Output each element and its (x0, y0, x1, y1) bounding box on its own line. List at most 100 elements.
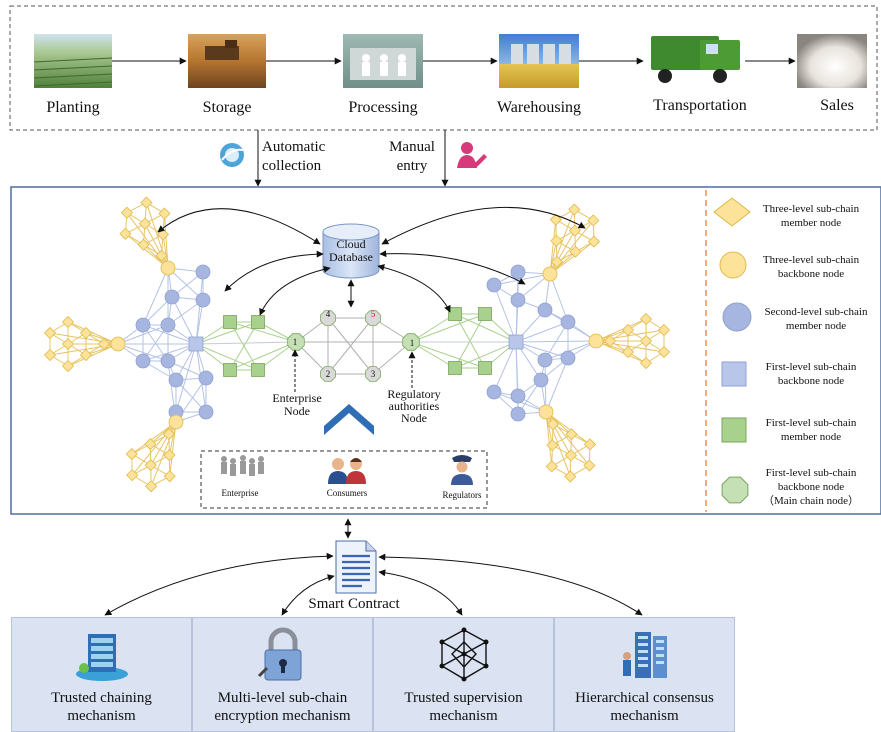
three-level-member-node (547, 440, 558, 451)
main-node-label: 4 (322, 309, 334, 319)
manual-label-line2: entry (386, 157, 438, 176)
smart-contract-document-icon (336, 541, 376, 593)
cloud-database-label: Cloud Database (323, 238, 379, 264)
three-level-backbone-node (169, 415, 183, 429)
three-level-backbone-node (543, 267, 557, 281)
user-label-consumers: Consumers (317, 488, 377, 498)
first-level-member-node (224, 364, 237, 377)
harvester-photo (188, 34, 266, 88)
network-link (68, 322, 118, 344)
three-level-member-node (550, 214, 561, 225)
second-level-member-node (511, 407, 525, 421)
three-level-member-node (659, 347, 670, 358)
manual-label-line1: Manual (386, 138, 438, 157)
rice-field-photo (34, 34, 112, 88)
three-level-member-node (569, 204, 580, 215)
second-level-member-node (487, 278, 501, 292)
three-level-member-node (584, 460, 595, 471)
mechanism-line: mechanism (555, 707, 734, 725)
legend-diamond-swatch (714, 198, 750, 226)
three-level-member-node (141, 197, 152, 208)
mechanism-line: mechanism (374, 707, 553, 725)
second-level-member-node (196, 265, 210, 279)
legend-line: Three-level sub-chain (746, 202, 876, 216)
data-center-icon (615, 626, 675, 684)
stage-label-sales: Sales (797, 97, 877, 115)
network-link (68, 344, 118, 366)
legend-yellow-circle-swatch (720, 252, 746, 278)
rice-grain-photo (797, 34, 867, 88)
automatic-label-line1: Automatic (262, 138, 325, 157)
second-level-member-node (538, 303, 552, 317)
second-level-member-node (511, 293, 525, 307)
three-level-member-node (45, 328, 56, 339)
second-level-member-node (165, 290, 179, 304)
legend-line: backbone node (746, 267, 876, 281)
three-level-member-node (145, 460, 156, 471)
network-link (143, 268, 168, 325)
three-level-member-node (164, 471, 175, 482)
three-level-member-node (121, 207, 132, 218)
network-link (546, 358, 568, 412)
legend-line: backbone node (746, 374, 876, 388)
three-level-member-node (659, 325, 670, 336)
three-level-member-node (623, 325, 634, 336)
legend-line: First-level sub-chain (746, 416, 876, 430)
first-level-backbone-node (189, 337, 203, 351)
three-level-member-node (159, 208, 170, 219)
network-frame (11, 187, 881, 514)
three-level-member-node (641, 314, 652, 325)
mechanism-multi-level-encryption: Multi-level sub-chain encryption mechani… (192, 617, 373, 732)
mechanism-trusted-supervision: Trusted supervision mechanism (373, 617, 554, 732)
stage-label-planting: Planting (34, 99, 112, 117)
second-level-member-node (196, 293, 210, 307)
mechanism-line: Trusted supervision (374, 689, 553, 707)
main-node-label: 1 (289, 337, 301, 347)
three-level-member-node (127, 470, 138, 481)
second-level-member-node (538, 353, 552, 367)
main-node-label: 3 (367, 369, 379, 379)
legend-line: Second-level sub-chain (751, 305, 881, 319)
second-level-member-node (199, 405, 213, 419)
three-level-member-node (164, 450, 175, 461)
second-level-member-node (487, 385, 501, 399)
first-level-backbone-node (509, 335, 523, 349)
three-level-member-node (81, 328, 92, 339)
legend-octagon-swatch (722, 477, 748, 503)
second-level-member-node (136, 318, 150, 332)
legend-line: member node (746, 430, 876, 444)
factory-photo (343, 34, 423, 88)
smart-contract-label: Smart Contract (298, 596, 410, 613)
three-level-member-node (588, 236, 599, 247)
manual-entry-icon (457, 142, 487, 168)
enterprise-people-icon (221, 455, 264, 476)
user-label-regulators: Regulators (432, 490, 492, 500)
legend-green-square-swatch (722, 418, 746, 442)
legend-line: First-level sub-chain (746, 360, 876, 374)
mechanism-text: Multi-level sub-chain encryption mechani… (193, 689, 372, 725)
three-level-member-node (120, 228, 131, 239)
enterprise-node-label: Enterprise Node (262, 392, 332, 418)
regulatory-node-label: Regulatory authorities Node (378, 388, 450, 424)
second-level-member-node (199, 371, 213, 385)
three-level-member-node (139, 218, 150, 229)
legend-line: （Main chain node） (746, 494, 876, 508)
network-link (516, 322, 568, 342)
three-level-member-node (565, 450, 576, 461)
mechanism-line: Hierarchical consensus (555, 689, 734, 707)
stage-label-processing: Processing (343, 99, 423, 117)
stage-label-transportation: Transportation (640, 97, 760, 115)
network-polytope-icon (434, 626, 494, 684)
regulator-officer-icon (451, 455, 473, 485)
stage-label-storage: Storage (188, 99, 266, 117)
first-level-member-node (252, 364, 265, 377)
first-level-member-node (479, 362, 492, 375)
second-level-member-node (169, 373, 183, 387)
three-level-member-node (623, 347, 634, 358)
mechanism-hierarchical-consensus: Hierarchical consensus mechanism (554, 617, 735, 732)
main-node-label: 2 (322, 369, 334, 379)
mechanism-text: Trusted supervision mechanism (374, 689, 553, 725)
automatic-label-line2: collection (262, 157, 325, 176)
